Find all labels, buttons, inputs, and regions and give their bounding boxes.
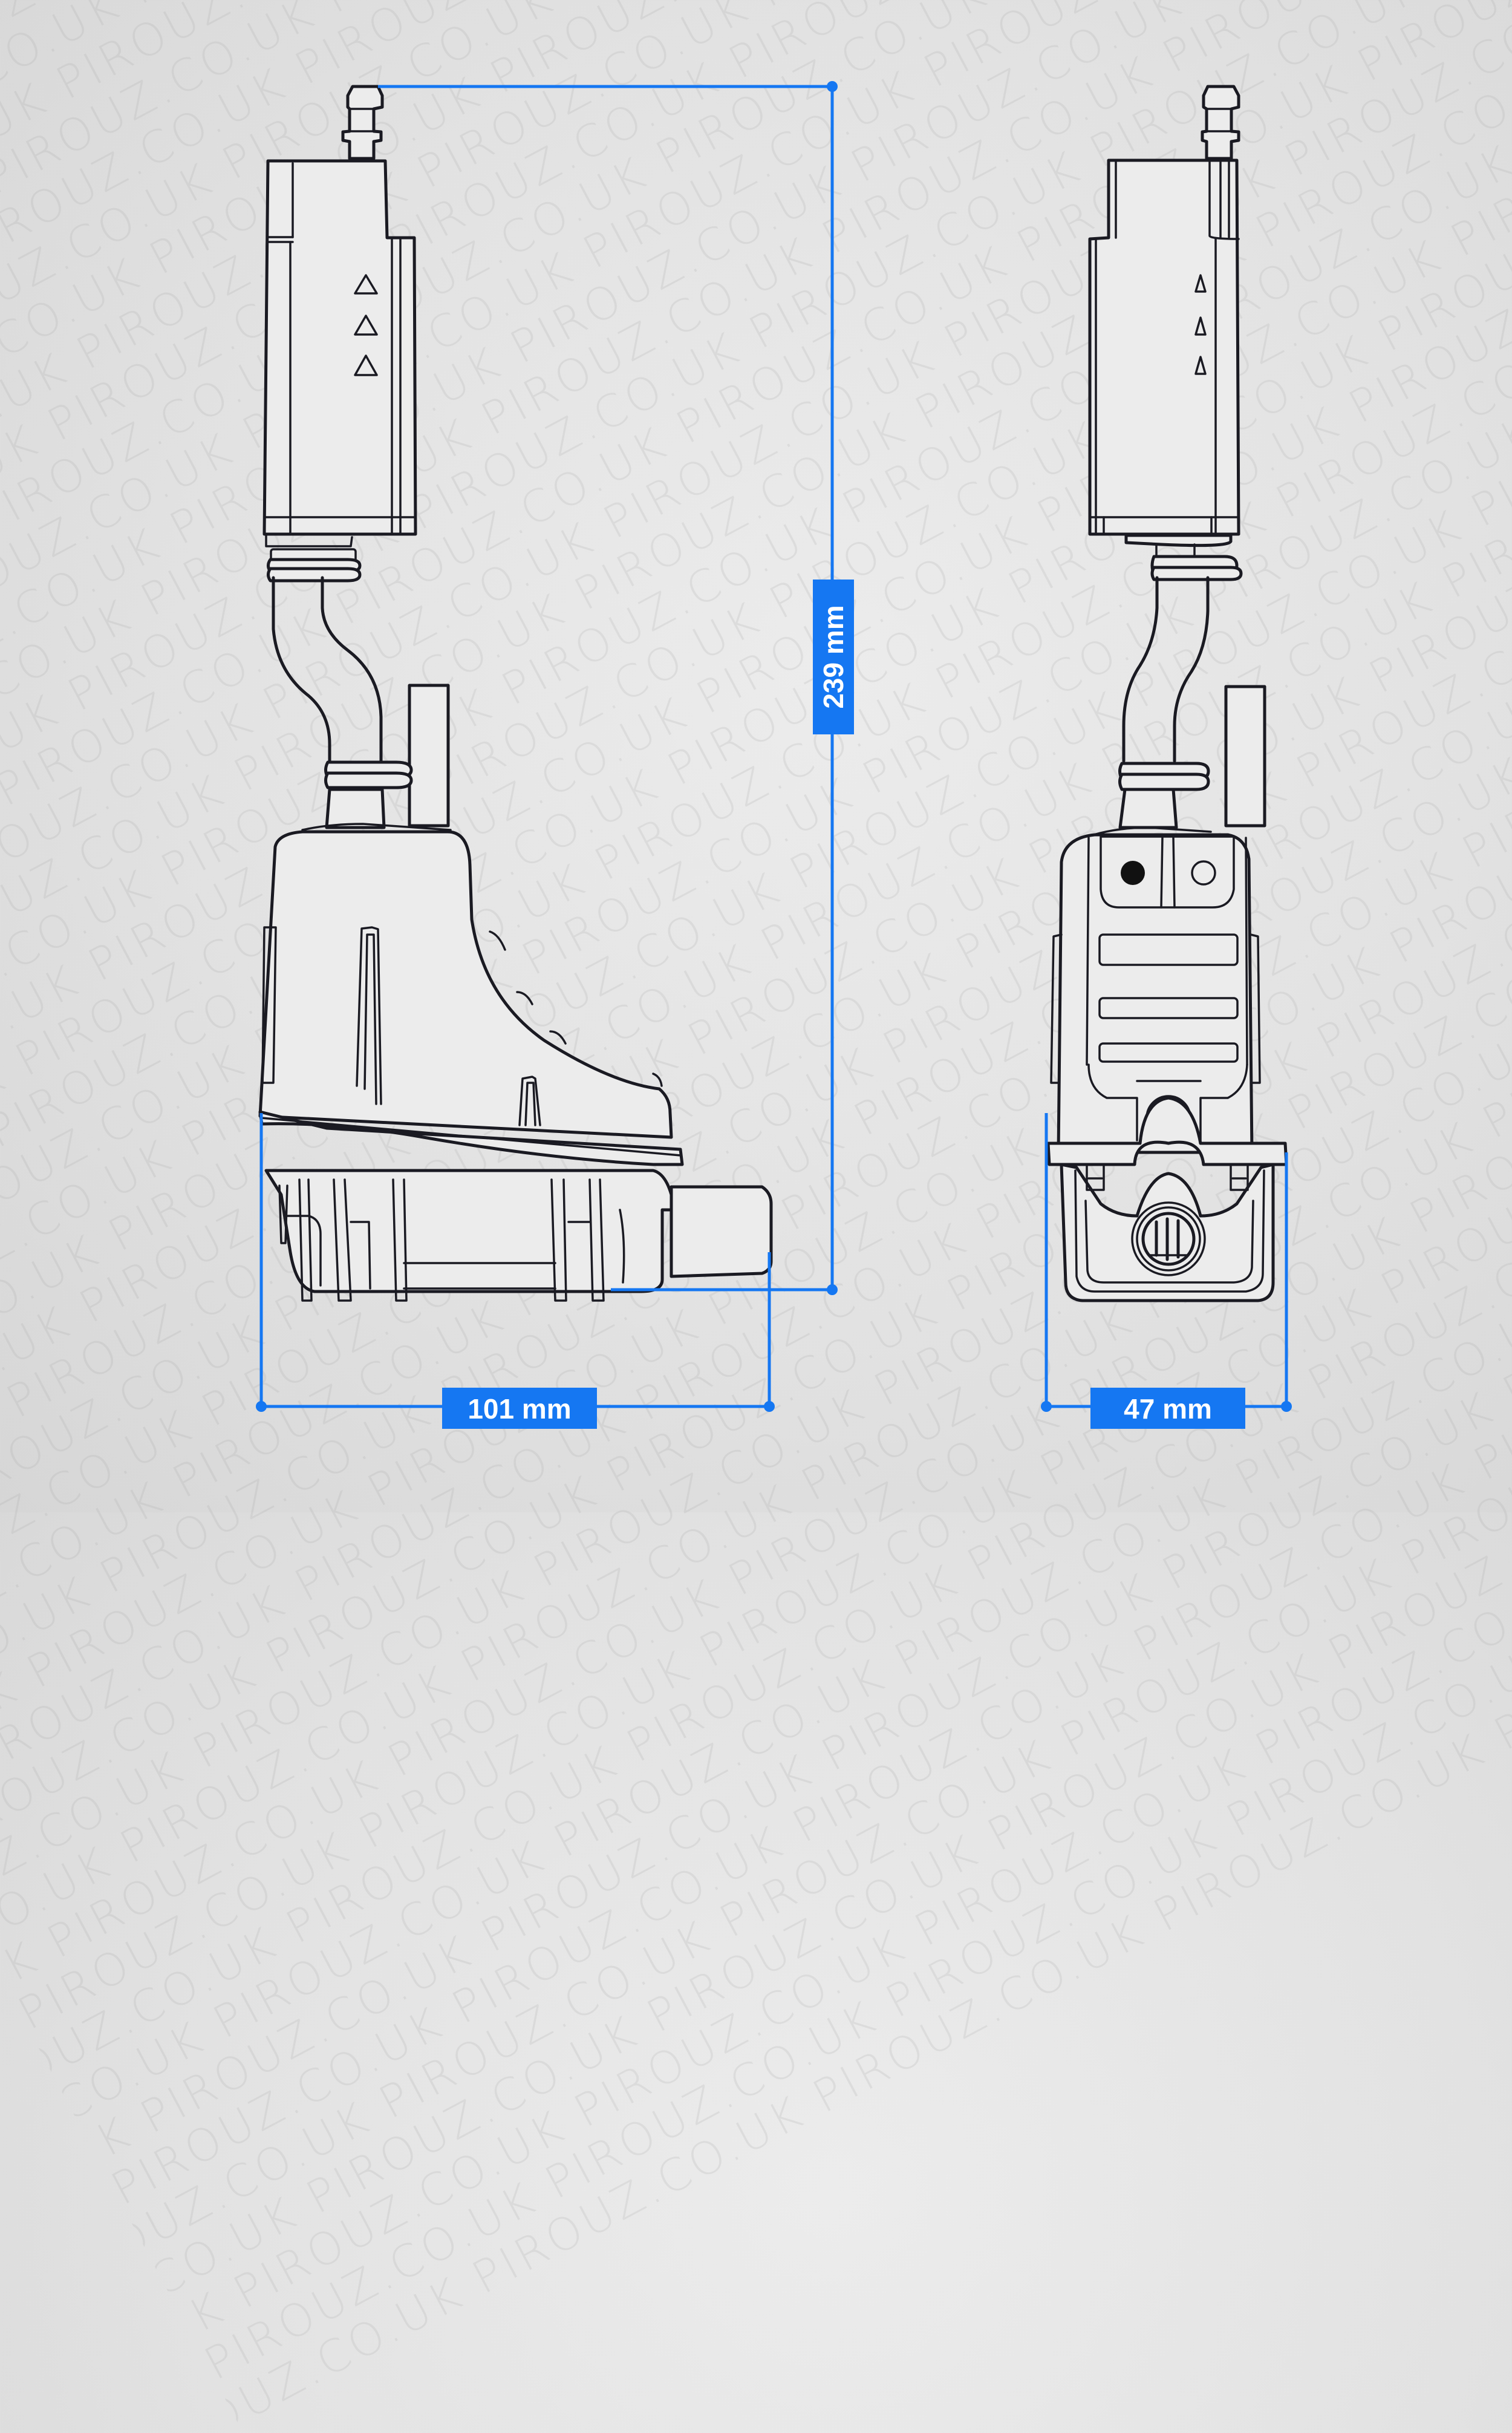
outlet-hose-barb	[341, 85, 384, 160]
sensor-unit-housing-front	[1088, 158, 1240, 536]
level-indicator-triangles-front	[1194, 274, 1207, 375]
pump-reservoir-front	[1060, 1163, 1275, 1302]
front-view-drawing	[1046, 85, 1288, 1302]
vent-tube	[408, 684, 450, 828]
height-dimension: 239 mm	[378, 81, 854, 1295]
triangle-up-icon	[354, 315, 378, 336]
width-dimension: 47 mm	[1041, 1113, 1292, 1429]
drain-hose	[272, 576, 383, 767]
outlet-spigot	[670, 1185, 773, 1278]
width-dimension-badge	[1090, 1388, 1245, 1429]
vent-slot	[1098, 933, 1239, 966]
triangle-up-icon	[1194, 356, 1207, 375]
depth-dimension-badge	[442, 1388, 597, 1429]
outlet-hose-barb-front	[1201, 85, 1240, 160]
sensor-unit-housing	[262, 159, 417, 547]
depth-dimension: 101 mm	[256, 1113, 775, 1429]
drain-hose-front	[1122, 576, 1210, 763]
alarm-led-hollow	[1191, 860, 1216, 886]
pump-inlet-neck	[325, 788, 386, 829]
upper-hose-clamp	[267, 548, 362, 583]
pump-body-front	[1050, 826, 1261, 1154]
pump-inlet-neck-front	[1118, 788, 1178, 829]
upper-hose-clamp-front	[1150, 555, 1243, 581]
triangle-up-icon	[354, 354, 378, 376]
pump-base-flange	[258, 1110, 684, 1166]
height-dimension-badge	[813, 580, 854, 734]
depth-dimension-label: 101 mm	[468, 1393, 571, 1425]
pump-reservoir	[264, 1169, 673, 1302]
vent-slot	[1098, 997, 1239, 1019]
power-led-filled	[1121, 861, 1145, 885]
pump-body	[258, 823, 673, 1139]
triangle-up-icon	[354, 274, 378, 295]
triangle-up-icon	[1194, 316, 1207, 336]
level-indicator-triangles	[354, 274, 378, 376]
lower-hose-clamp-front	[1118, 762, 1210, 791]
vent-tube-front	[1224, 685, 1266, 828]
width-dimension-label: 47 mm	[1124, 1393, 1212, 1425]
vent-slot	[1098, 1042, 1239, 1063]
height-dimension-label: 239 mm	[818, 605, 849, 708]
lower-hose-clamp	[324, 760, 413, 791]
triangle-up-icon	[1194, 274, 1207, 293]
side-view-drawing	[258, 85, 773, 1302]
sensor-collar	[1124, 534, 1233, 547]
outlet-port-grille	[1131, 1201, 1206, 1276]
